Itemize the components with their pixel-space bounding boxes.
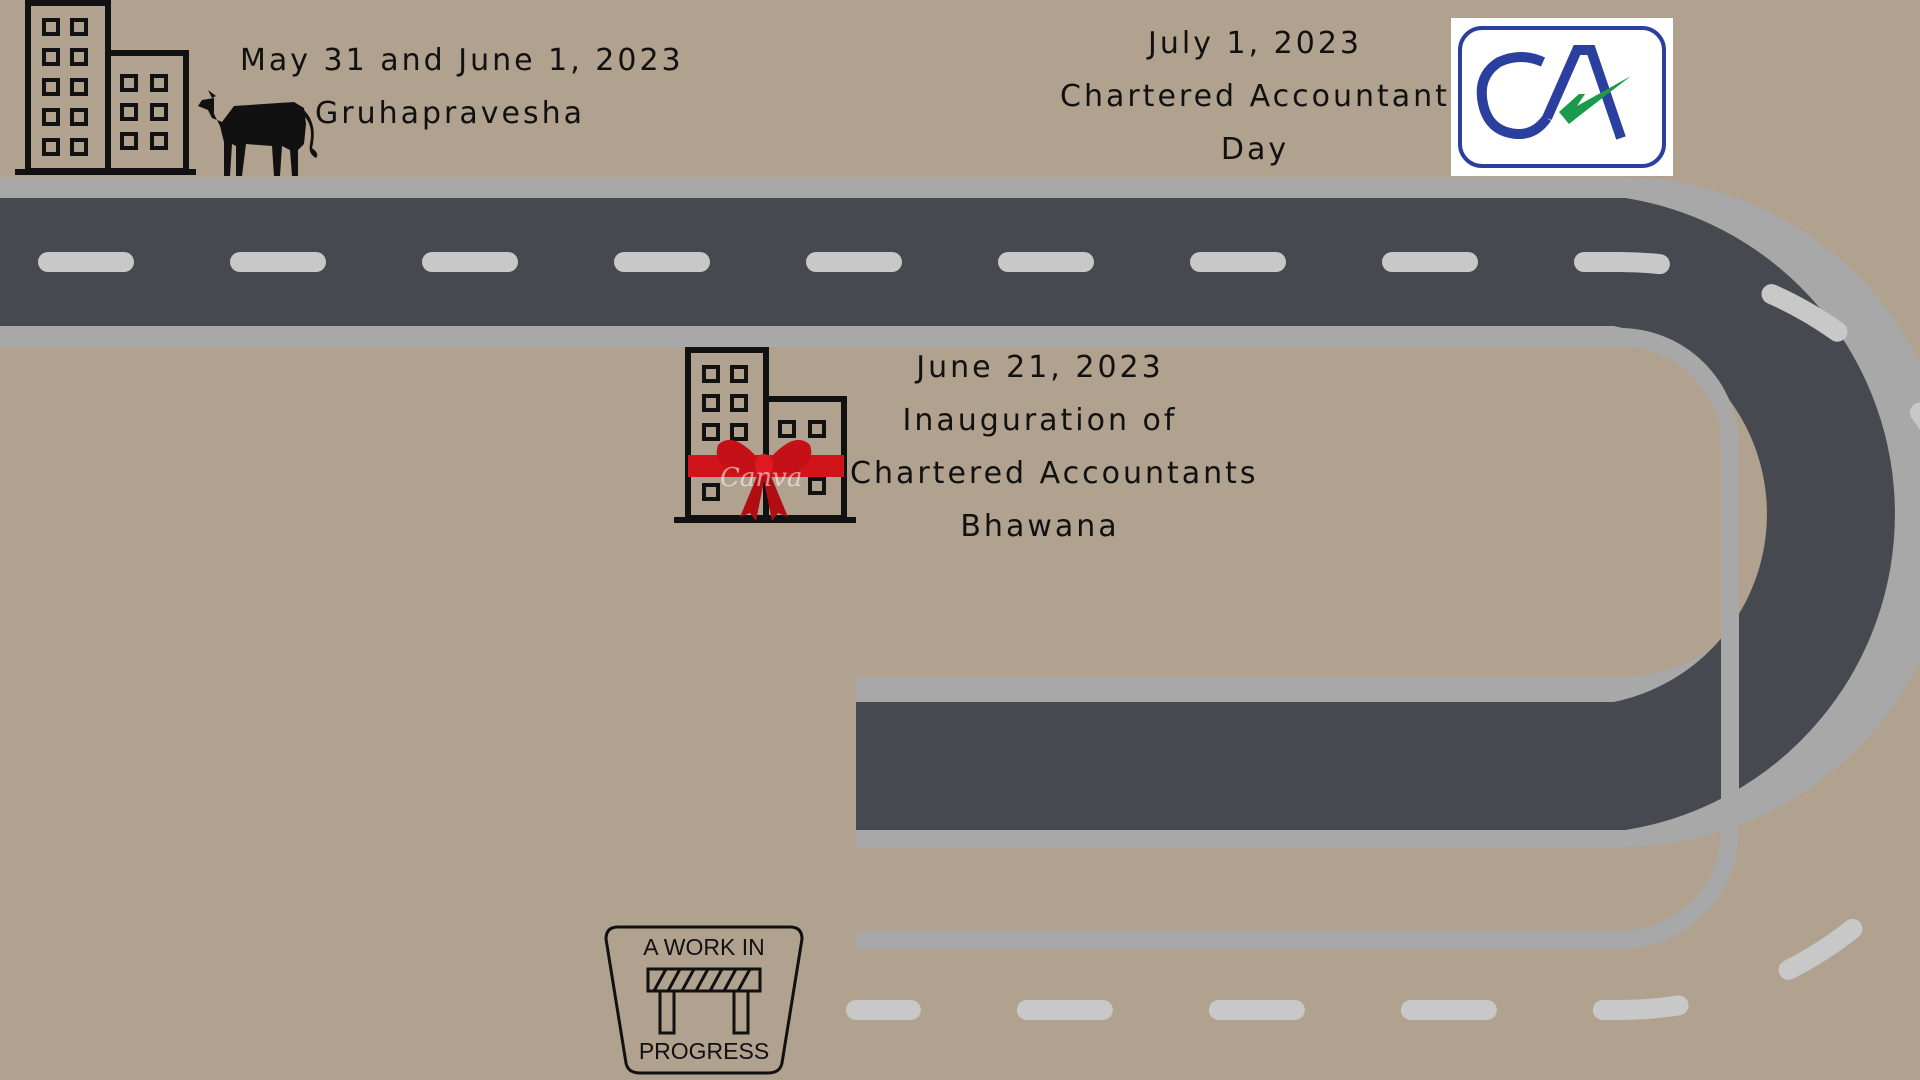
cow-icon — [194, 84, 324, 178]
sign-text-top: A WORK IN — [643, 934, 765, 960]
road-asphalt — [0, 198, 1895, 830]
milestone-ca-day: July 1, 2023 Chartered Accountants Day — [1060, 17, 1469, 176]
milestone-date: July 1, 2023 — [1148, 26, 1362, 61]
lane-markings — [38, 252, 1920, 1020]
office-building-icon — [14, 0, 200, 178]
milestone-event-line2: Chartered Accountants — [850, 456, 1259, 491]
ca-logo — [1451, 18, 1673, 176]
ribbon-building-icon: Canva — [674, 345, 856, 525]
milestone-event: Gruhapravesha — [315, 96, 585, 131]
work-in-progress-sign: A WORK IN PROGRESS — [604, 925, 804, 1077]
milestone-inauguration: June 21, 2023 Inauguration of Chartered … — [850, 341, 1259, 553]
milestone-event-line1: Chartered Accountants — [1060, 79, 1469, 114]
milestone-gruhapravesha: May 31 and June 1, 2023 Gruhapravesha — [240, 34, 684, 140]
road-inner-edge — [0, 328, 1739, 949]
sign-text-bottom: PROGRESS — [638, 1038, 770, 1064]
milestone-date: May 31 and June 1, 2023 — [240, 43, 684, 78]
milestone-event-line1: Inauguration of — [902, 403, 1178, 438]
barricade-icon — [646, 967, 762, 1035]
milestone-event-line2: Day — [1220, 132, 1290, 167]
canva-watermark: Canva — [720, 463, 803, 493]
milestone-date: June 21, 2023 — [916, 350, 1164, 385]
milestone-event-line3: Bhawana — [960, 509, 1120, 544]
